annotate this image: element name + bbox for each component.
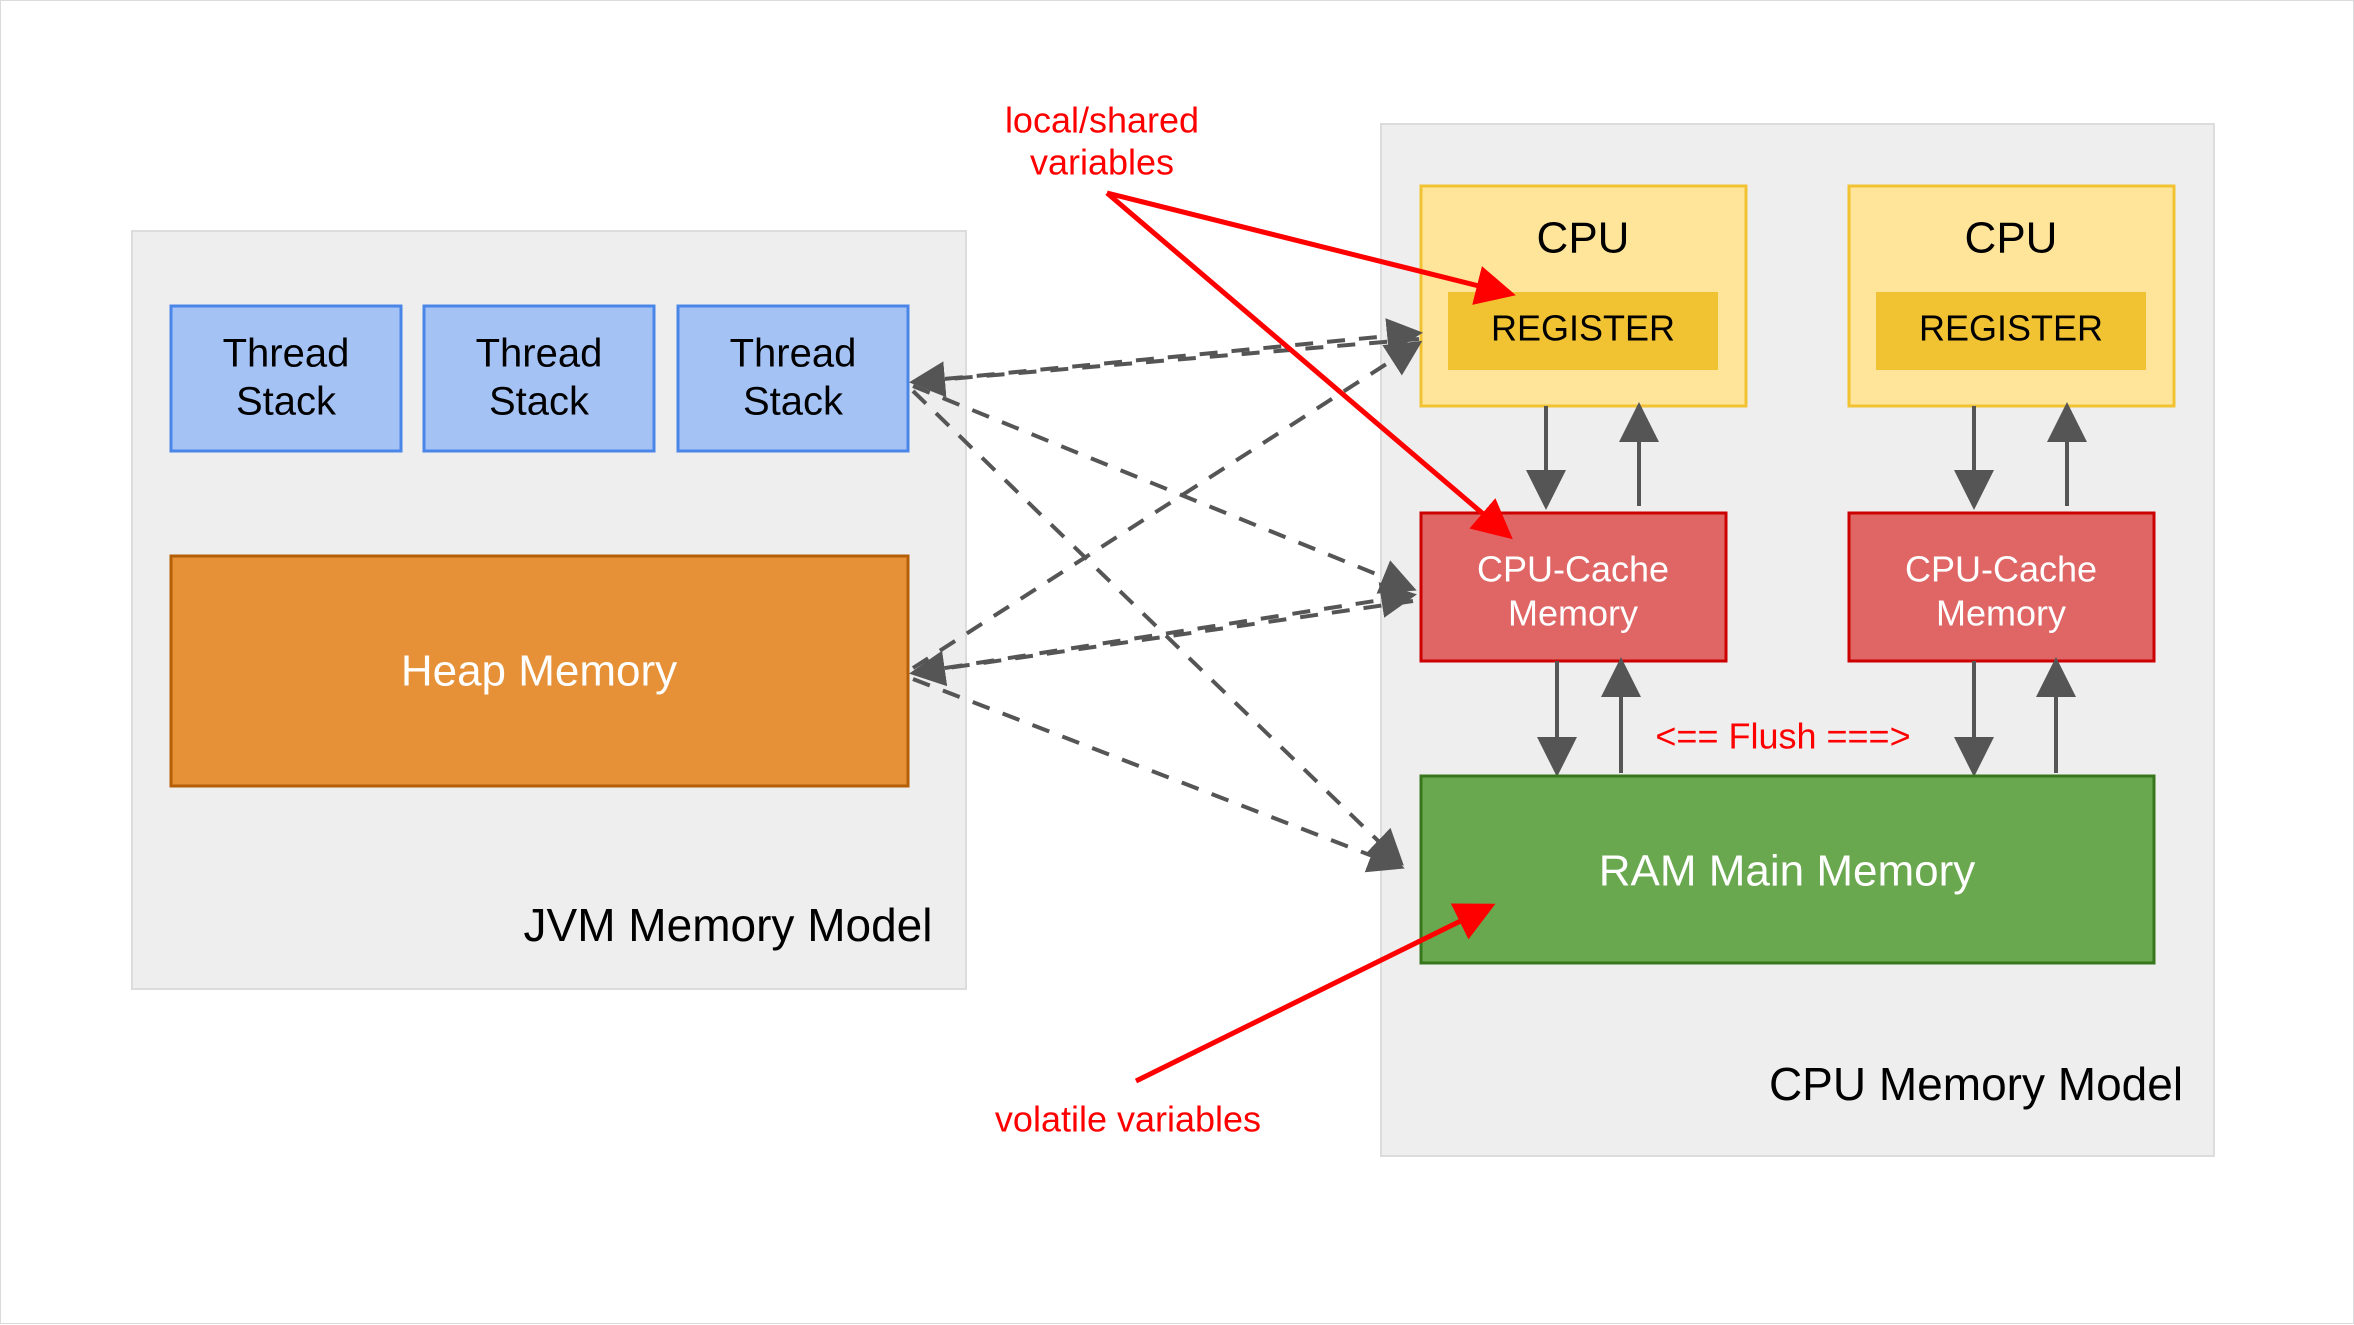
- jvm-cpu-dashed-connections: [909, 318, 1423, 873]
- thread-stack-box-2[interactable]: Thread Stack: [422, 304, 656, 453]
- thread-to-register-arrow: [912, 318, 1423, 384]
- register-rect-2: [1876, 292, 2146, 370]
- cpu-label-1: CPU: [1537, 214, 1630, 263]
- thread-stack-box-3[interactable]: Thread Stack: [676, 304, 910, 453]
- volatile-variables-annotation: volatile variables: [995, 903, 1496, 1140]
- register-rect-1: [1448, 292, 1718, 370]
- cpu-cache-rect-2: [1847, 511, 2156, 663]
- register-to-thread-arrow: [909, 337, 1420, 398]
- cpu-box-1[interactable]: CPU REGISTER: [1419, 184, 1748, 408]
- cpu-panel-title: CPU Memory Model: [1769, 1058, 2183, 1110]
- ram-main-memory-label: RAM Main Memory: [1599, 847, 1976, 896]
- jvm-panel-title: JVM Memory Model: [524, 899, 933, 951]
- cpu-label-2: CPU: [1965, 214, 2058, 263]
- volatile-to-ram-arrow: [1134, 903, 1496, 1084]
- thread-stack-label-2-line1: Thread: [476, 332, 603, 376]
- thread-stack-rect-3: [676, 304, 910, 453]
- cpu-cache-label-1-line1: CPU-Cache: [1477, 549, 1669, 590]
- ram-main-memory-box[interactable]: RAM Main Memory: [1419, 774, 2156, 965]
- heap-to-register-arrow: [911, 340, 1423, 670]
- cpu-cache-label-2-line1: CPU-Cache: [1905, 549, 2097, 590]
- local-shared-label-line1: local/shared: [1005, 100, 1199, 141]
- local-shared-variables-annotation: local/shared variables: [1005, 100, 1516, 540]
- cpu-box-2[interactable]: CPU REGISTER: [1847, 184, 2176, 408]
- cpu-memory-model-panel: CPU REGISTER CPU REGISTER CPU-Cache: [1380, 123, 2215, 1157]
- register-label-2: REGISTER: [1919, 308, 2103, 349]
- ram-main-memory-rect: [1419, 774, 2156, 965]
- register-label-1: REGISTER: [1491, 308, 1675, 349]
- heap-to-ram-arrow: [912, 677, 1405, 873]
- heap-memory-rect: [169, 554, 910, 788]
- cpu-cache-box-2[interactable]: CPU-Cache Memory: [1847, 511, 2156, 663]
- thread-stack-label-1-line1: Thread: [223, 332, 350, 376]
- cpu-cache-label-1-line2: Memory: [1508, 593, 1638, 634]
- local-shared-label-line2: variables: [1030, 142, 1174, 183]
- thread-stack-label-3-line2: Stack: [743, 380, 844, 424]
- thread-to-ram-arrow: [911, 389, 1404, 866]
- thread-stack-label-1-line2: Stack: [236, 380, 337, 424]
- flush-label: <== Flush ===>: [1655, 716, 1910, 757]
- thread-stack-label-2-line2: Stack: [489, 380, 590, 424]
- cpu-cache-box-1[interactable]: CPU-Cache Memory: [1419, 511, 1728, 663]
- thread-to-cache-arrow: [912, 384, 1417, 594]
- local-shared-to-register-arrow: [1106, 190, 1516, 305]
- thread-stack-rect-1: [169, 304, 403, 453]
- thread-stack-rect-2: [422, 304, 656, 453]
- jvm-memory-model-panel: Thread Stack Thread Stack Thread Stack H…: [131, 230, 967, 990]
- volatile-label: volatile variables: [995, 1099, 1261, 1140]
- cpu-cache-label-2-line2: Memory: [1936, 593, 2066, 634]
- heap-memory-label: Heap Memory: [401, 647, 677, 696]
- heap-memory-box[interactable]: Heap Memory: [169, 554, 910, 788]
- local-shared-to-cache-arrow: [1105, 191, 1513, 540]
- cache-to-heap-arrow: [909, 599, 1414, 687]
- thread-stack-box-1[interactable]: Thread Stack: [169, 304, 403, 453]
- thread-stack-label-3-line1: Thread: [730, 332, 857, 376]
- heap-to-cache-arrow: [912, 582, 1417, 675]
